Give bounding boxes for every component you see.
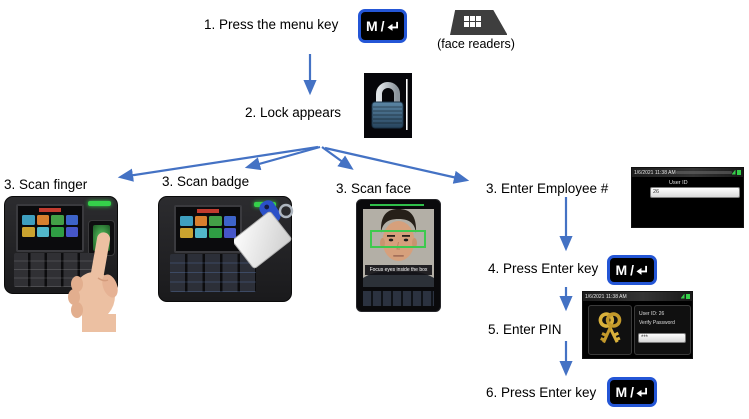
app-icon <box>65 227 78 237</box>
status-bar: 1/6/2021 11:38 AM <box>632 168 743 177</box>
step2-label: 2. Lock appears <box>245 105 342 120</box>
app-icon <box>223 216 236 226</box>
badge-terminal <box>158 196 298 304</box>
status-time: 1/6/2021 11:38 AM <box>634 169 676 176</box>
menu-key-text: M / <box>615 262 634 278</box>
password-input: *** <box>638 333 686 343</box>
terminal-keypad <box>170 254 256 292</box>
password-panel: User ID: 26 Verify Password *** <box>634 305 691 355</box>
verify-password-prompt: Verify Password <box>639 320 675 326</box>
menu-enter-key-icon: M / <box>607 255 657 285</box>
user-id-label: User ID <box>669 180 688 186</box>
status-time: 1/6/2021 11:38 AM <box>585 293 627 300</box>
app-icon <box>22 215 35 225</box>
step1-label: 1. Press the menu key <box>204 17 339 32</box>
face-caption: Focus eyes inside the box <box>365 265 432 275</box>
app-icon <box>209 216 222 226</box>
app-icon <box>223 228 236 238</box>
app-icon <box>209 228 222 238</box>
status-icons <box>680 293 690 299</box>
badge-and-fob-icon <box>234 200 294 269</box>
face-terminal: Focus eyes inside the box <box>356 199 441 312</box>
battery-icon <box>686 293 690 299</box>
user-id-line: User ID: 26 <box>639 311 665 317</box>
menu-key-text: M / <box>366 18 384 34</box>
badge-card-icon <box>234 211 292 269</box>
step5-label: 5. Enter PIN <box>488 322 562 337</box>
function-key-row <box>363 291 434 306</box>
app-icon <box>180 216 193 226</box>
employee-id-screen: 1/6/2021 11:38 AM User ID 26 <box>631 167 744 228</box>
keypad-grid-icon <box>464 16 481 27</box>
pin-entry-screen: 1/6/2021 11:38 AM User ID: 26 Verify Pas… <box>582 291 693 359</box>
screen-banner <box>197 209 219 213</box>
eye-focus-box <box>370 230 426 248</box>
padlock-graphic <box>371 79 408 130</box>
face-readers-caption: (face readers) <box>437 37 515 51</box>
return-arrow-icon <box>636 387 648 397</box>
status-bar-highlight <box>676 170 732 174</box>
menu-enter-key-icon: M / <box>358 9 407 43</box>
enter-employee-label: 3. Enter Employee # <box>486 181 609 196</box>
battery-icon <box>737 169 741 175</box>
screen-banner <box>39 208 61 212</box>
status-icons <box>731 169 741 175</box>
terminal-screen <box>174 205 242 253</box>
user-id-input: 26 <box>650 187 740 198</box>
lock-icon <box>364 73 412 138</box>
app-icon <box>194 216 207 226</box>
app-icon <box>194 228 207 238</box>
step6-label: 6. Press Enter key <box>486 385 597 400</box>
fingerprint-terminal <box>4 196 122 332</box>
keys-panel <box>588 305 632 355</box>
app-icon <box>180 228 193 238</box>
app-icon <box>36 215 49 225</box>
arrow-lock-to-employee <box>324 146 470 184</box>
key-ring-icon <box>278 203 294 219</box>
app-icon <box>51 215 64 225</box>
arrow-lock-to-face <box>321 146 354 170</box>
pointing-hand-icon <box>68 232 118 332</box>
return-arrow-icon <box>636 265 648 275</box>
status-led <box>88 201 111 206</box>
return-arrow-icon <box>387 21 398 31</box>
wifi-icon <box>680 293 685 299</box>
app-icon-grid <box>176 214 240 240</box>
arrow-lock-to-finger <box>117 145 319 182</box>
app-icon <box>22 227 35 237</box>
app-icon <box>51 227 64 237</box>
app-icon <box>65 215 78 225</box>
menu-enter-key-icon: M / <box>607 377 657 407</box>
terminal-screen <box>16 204 84 252</box>
wifi-icon <box>731 169 736 175</box>
step4-label: 4. Press Enter key <box>488 261 599 276</box>
arrow-lock-to-badge <box>244 145 321 171</box>
scan-badge-label: 3. Scan badge <box>162 174 250 189</box>
app-icon <box>36 227 49 237</box>
scan-finger-label: 3. Scan finger <box>4 177 88 192</box>
gold-keys-icon <box>598 312 622 344</box>
scan-face-label: 3. Scan face <box>336 181 412 196</box>
app-icon-grid <box>18 213 82 239</box>
status-bar: 1/6/2021 11:38 AM <box>583 292 692 301</box>
menu-key-text: M / <box>615 384 634 400</box>
